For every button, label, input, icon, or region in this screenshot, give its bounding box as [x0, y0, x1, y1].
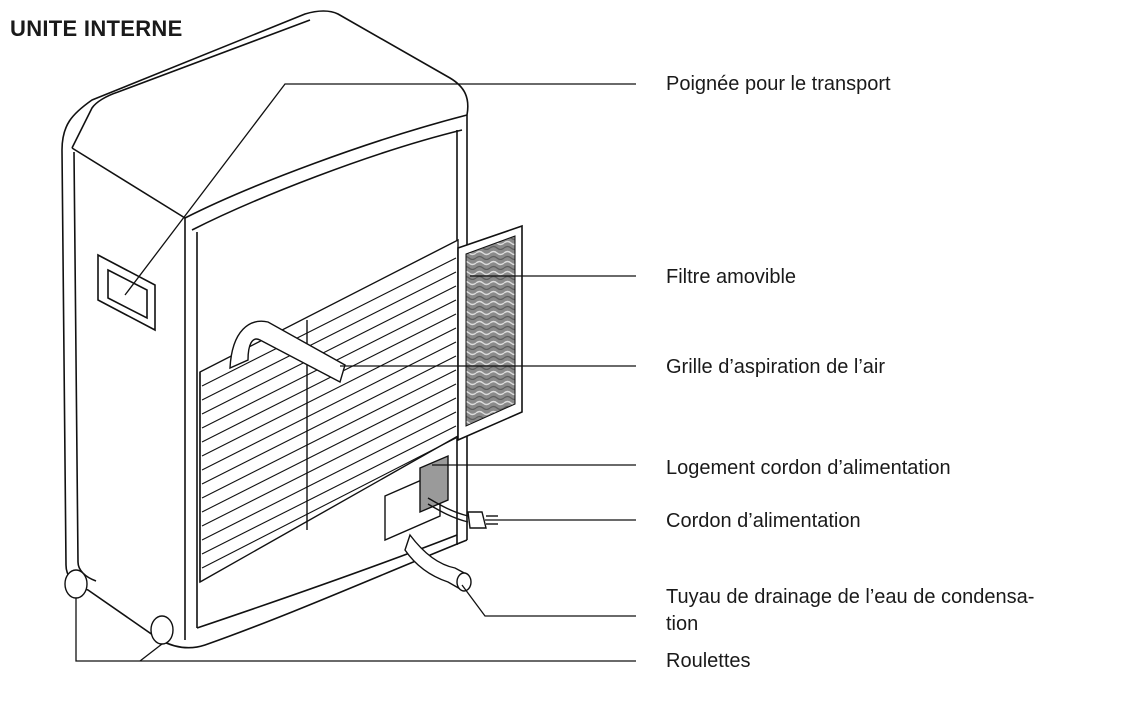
grille-pull-tab [229, 320, 346, 384]
front-top-edge [184, 114, 468, 219]
label-carry-handle: Poignée pour le transport [666, 73, 891, 95]
removable-filter [457, 224, 523, 442]
label-intake-grille: Grille d’aspiration de l’air [666, 356, 885, 378]
drain-hose [404, 533, 472, 592]
label-drain-hose-line1: Tuyau de drainage de l’eau de condensa- [666, 586, 1035, 608]
label-power-cord: Cordon d’alimentation [666, 510, 861, 532]
label-wheels: Roulettes [666, 650, 751, 672]
cord-housing [384, 454, 449, 542]
label-drain-hose: Tuyau de drainage de l’eau de condensa- … [666, 584, 1034, 638]
unit-top-outline [61, 10, 469, 151]
label-drain-hose-line2: tion [666, 613, 699, 635]
leader-lines [75, 83, 636, 662]
diagram-title: UNITE INTERNE [10, 16, 183, 41]
power-cord [427, 497, 498, 529]
label-cord-housing: Logement cordon d’alimentation [666, 457, 951, 479]
unit-top-inner [71, 19, 311, 149]
wheels [64, 569, 174, 645]
unit-base [159, 539, 468, 649]
label-removable-filter: Filtre amovible [666, 266, 797, 288]
intake-grille [199, 238, 459, 584]
